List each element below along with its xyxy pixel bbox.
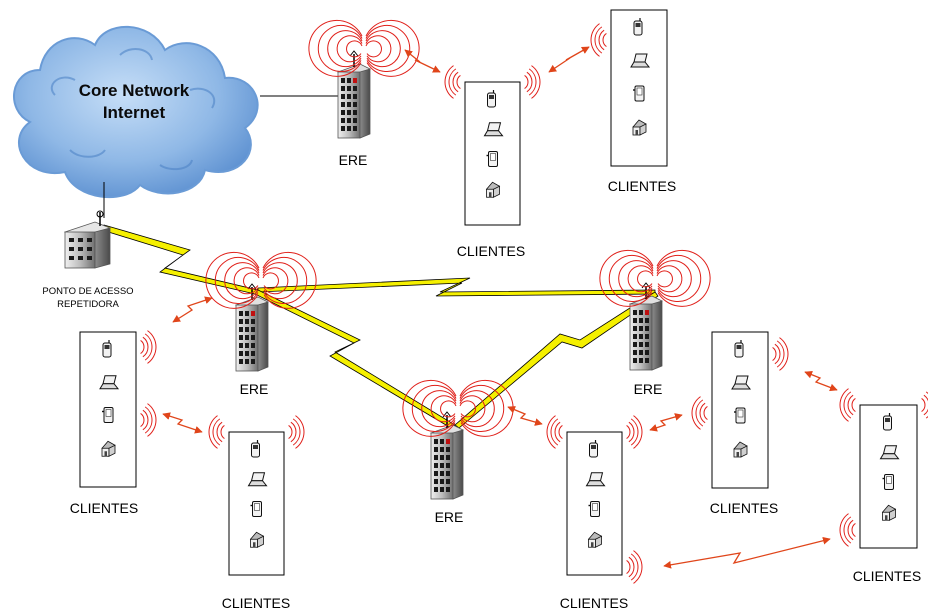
wireless-link-arrow bbox=[172, 296, 213, 323]
radio-wave-icon bbox=[839, 388, 856, 422]
clients-label: CLIENTES bbox=[853, 568, 921, 584]
laptop-icon bbox=[879, 445, 900, 460]
core-network-cloud: Core Network Internet bbox=[13, 25, 259, 198]
laptop-icon bbox=[247, 472, 268, 487]
client-group-box bbox=[464, 81, 521, 226]
house-icon bbox=[881, 504, 897, 521]
ere-label: ERE bbox=[240, 381, 269, 397]
cell-phone-icon bbox=[102, 340, 112, 358]
access-point-label-line2: REPETIDORA bbox=[57, 299, 119, 310]
radio-wave-icon bbox=[839, 513, 856, 547]
ere-label: ERE bbox=[634, 381, 663, 397]
house-icon bbox=[733, 441, 748, 458]
ere-building-icon bbox=[336, 50, 372, 139]
access-point-label-line1: PONTO DE ACESSO bbox=[42, 286, 133, 297]
cell-phone-icon bbox=[734, 340, 744, 358]
clients-label: CLIENTES bbox=[560, 595, 628, 610]
laptop-icon bbox=[731, 375, 752, 390]
radio-wave-icon bbox=[691, 396, 708, 430]
wireless-link-arrow bbox=[162, 412, 203, 434]
house-icon bbox=[249, 531, 265, 548]
radio-wave-icon bbox=[444, 65, 461, 99]
backhaul-bolt bbox=[254, 289, 456, 429]
client-group-box bbox=[610, 9, 668, 167]
backhaul-bolt bbox=[454, 291, 659, 429]
laptop-icon bbox=[483, 122, 504, 137]
cloud-subtitle: Internet bbox=[103, 103, 166, 122]
laptop-icon bbox=[630, 53, 651, 68]
radio-wave-icon bbox=[140, 403, 157, 437]
pda-icon bbox=[633, 85, 645, 102]
access-point-building bbox=[63, 210, 112, 269]
backhaul-bolt bbox=[257, 277, 656, 297]
radio-wave-icon bbox=[772, 337, 789, 371]
radio-wave-icon bbox=[921, 391, 928, 419]
client-group-box bbox=[859, 404, 918, 549]
wireless-link-arrow bbox=[804, 370, 838, 392]
radio-wave-icon bbox=[288, 415, 305, 449]
wireless-link-arrow bbox=[507, 406, 543, 426]
wireless-link-arrow bbox=[548, 46, 590, 73]
pda-icon bbox=[102, 407, 114, 423]
ere-label: ERE bbox=[339, 152, 368, 168]
client-group-box bbox=[711, 331, 769, 489]
wireless-client-links bbox=[162, 46, 838, 569]
laptop-icon bbox=[585, 472, 606, 487]
wireless-backhaul-links bbox=[101, 224, 659, 429]
cloud-title: Core Network bbox=[79, 81, 190, 100]
antenna-wave-icon bbox=[599, 249, 711, 307]
wireless-link-arrow bbox=[404, 49, 441, 73]
radio-wave-icon bbox=[626, 550, 643, 584]
cell-phone-icon bbox=[251, 440, 260, 458]
radio-wave-icon bbox=[140, 330, 157, 364]
client-group-box bbox=[566, 431, 623, 576]
wireless-link-arrow bbox=[649, 413, 683, 432]
radio-wave-icon bbox=[590, 23, 607, 57]
house-icon bbox=[587, 531, 603, 548]
cell-phone-icon bbox=[589, 440, 598, 458]
radio-wave-icon bbox=[208, 415, 225, 449]
radio-wave-icon bbox=[524, 65, 541, 99]
client-group-box bbox=[79, 331, 137, 488]
clients-label: CLIENTES bbox=[457, 243, 525, 259]
ere-building-icon bbox=[628, 282, 664, 371]
clients-label: CLIENTES bbox=[608, 178, 676, 194]
pda-icon bbox=[250, 501, 262, 517]
cell-phone-icon bbox=[487, 90, 496, 108]
radio-waves bbox=[140, 19, 928, 584]
clients-label: CLIENTES bbox=[70, 500, 138, 516]
clients-label: CLIENTES bbox=[710, 500, 778, 516]
pda-icon bbox=[588, 501, 600, 517]
antenna-wave-icon bbox=[308, 19, 420, 77]
client-group-box bbox=[228, 431, 285, 576]
pda-icon bbox=[734, 407, 746, 424]
wireless-link-arrow bbox=[663, 536, 831, 569]
radio-wave-icon bbox=[626, 415, 643, 449]
clients-label: CLIENTES bbox=[222, 595, 290, 610]
house-icon bbox=[101, 440, 116, 457]
house-icon bbox=[632, 119, 647, 136]
pda-icon bbox=[882, 474, 894, 490]
client-groups bbox=[79, 9, 918, 576]
pda-icon bbox=[486, 151, 498, 167]
cell-phone-icon bbox=[633, 18, 643, 36]
antenna-wave-icon bbox=[205, 251, 317, 309]
ere-building-icon bbox=[234, 283, 270, 372]
cell-phone-icon bbox=[883, 413, 892, 431]
radio-wave-icon bbox=[546, 415, 563, 449]
house-icon bbox=[485, 181, 501, 198]
ere-label: ERE bbox=[435, 509, 464, 525]
laptop-icon bbox=[99, 375, 120, 390]
